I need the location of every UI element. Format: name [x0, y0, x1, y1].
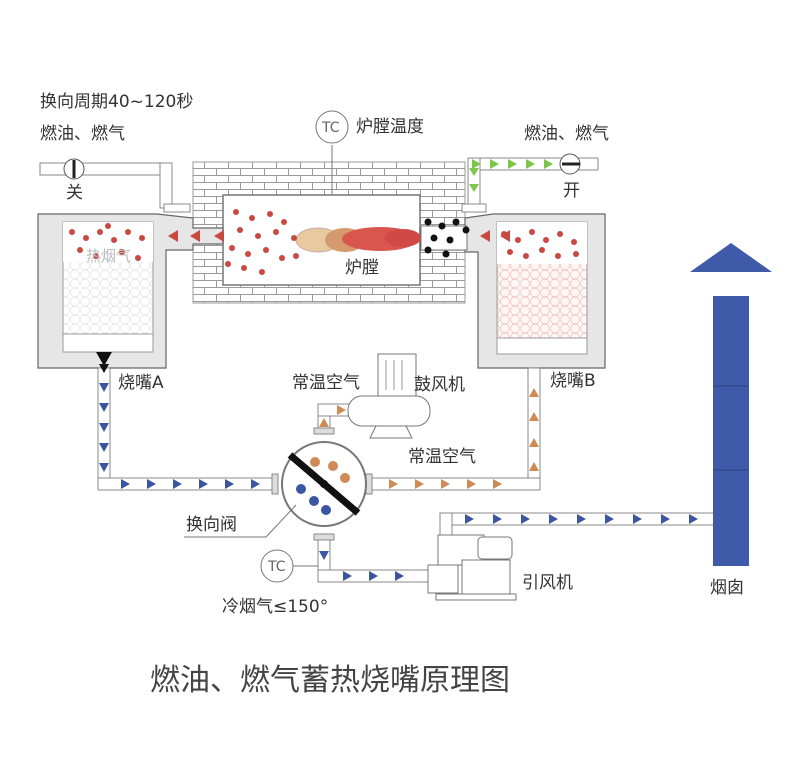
- flue-flow-arrows: [99, 383, 698, 581]
- fuel-droplets: [424, 218, 470, 258]
- furnace-label: 炉膛: [345, 258, 379, 278]
- open-label: 开: [563, 181, 580, 201]
- induced-fan-icon: [427, 534, 517, 601]
- hot-gas-arrows: [168, 230, 510, 242]
- valve-closed-icon: [63, 158, 85, 180]
- hot-gas-label: 热烟气: [86, 247, 131, 265]
- burner-a-label: 烧嘴A: [118, 373, 164, 393]
- air-flow-arrows: [319, 388, 539, 489]
- reversing-valve-icon: [281, 441, 367, 527]
- regenerator-left: [37, 213, 224, 369]
- ambient-air-label-blower: 常温空气: [292, 373, 360, 393]
- exhaust-thermocouple: [260, 549, 318, 583]
- valve-open-icon: [559, 153, 581, 175]
- regenerator-right: [419, 213, 606, 369]
- hot-particles: [69, 209, 579, 275]
- reversing-valve-label: 换向阀: [186, 515, 237, 535]
- valve-leader-diag: [265, 504, 297, 538]
- flame: [295, 225, 468, 253]
- blower-label: 鼓风机: [414, 375, 465, 395]
- cold-flue-label: 冷烟气≤150°: [222, 597, 328, 617]
- fuel-label-right: 燃油、燃气: [524, 124, 609, 144]
- furnace-temp-label: 炉膛温度: [356, 117, 424, 137]
- exhaust-tc-label: TC: [267, 559, 286, 575]
- chimney-label: 烟囱: [710, 578, 744, 598]
- furnace-thermocouple: [315, 110, 349, 195]
- fuel-flow-arrows: [469, 159, 553, 192]
- furnace-tc-label: TC: [321, 120, 340, 136]
- fuel-pipe-left: [39, 162, 191, 213]
- fuel-label-left: 燃油、燃气: [40, 124, 125, 144]
- diagram-title: 燃油、燃气蓄热烧嘴原理图: [150, 663, 510, 698]
- burner-b-label: 烧嘴B: [550, 371, 596, 391]
- chimney-icon: [690, 243, 772, 566]
- cycle-label: 换向周期40~120秒: [40, 92, 193, 112]
- burner-a-arrow: [96, 352, 112, 373]
- ambient-air-label-right: 常温空气: [408, 447, 476, 467]
- induced-fan-label: 引风机: [522, 573, 573, 593]
- close-label: 关: [66, 183, 83, 203]
- blower-icon: [347, 353, 431, 439]
